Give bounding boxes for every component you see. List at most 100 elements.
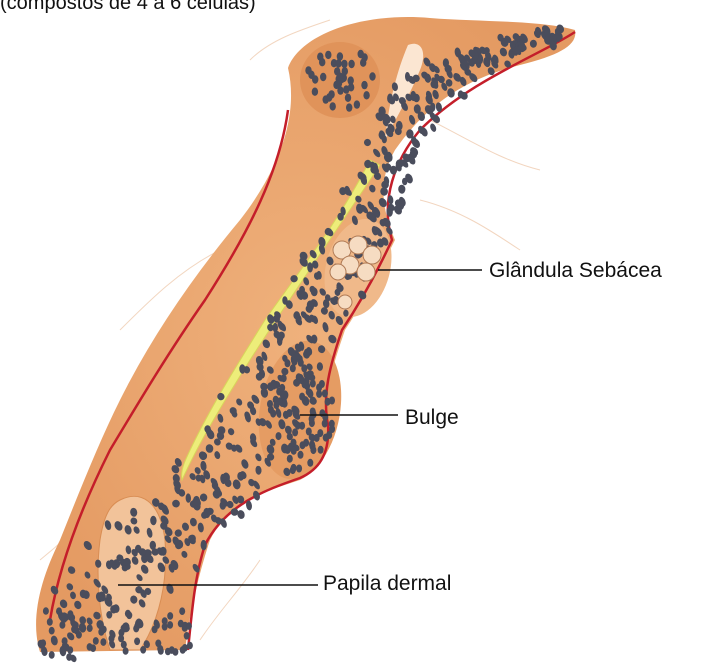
nucleus [109, 635, 115, 643]
nucleus [301, 364, 307, 372]
nucleus [292, 428, 298, 436]
nucleus [346, 103, 352, 111]
nucleus [319, 58, 325, 66]
nucleus [310, 380, 316, 388]
nucleus [76, 631, 82, 639]
nucleus [125, 610, 131, 618]
nucleus [152, 626, 158, 634]
nucleus [361, 81, 367, 89]
nucleus [281, 374, 287, 382]
nucleus [317, 429, 323, 437]
nucleus [304, 377, 310, 385]
nucleus [49, 627, 55, 635]
nucleus [172, 648, 178, 656]
nucleus [306, 428, 312, 436]
nucleus [278, 419, 284, 427]
nucleus [298, 451, 304, 459]
nucleus [167, 621, 173, 629]
nucleus [329, 397, 335, 405]
nucleus [308, 71, 314, 79]
nucleus [155, 640, 161, 648]
nucleus [267, 400, 273, 408]
nucleus [330, 102, 336, 110]
nucleus [345, 94, 351, 102]
nucleus [291, 439, 297, 447]
nucleus [180, 646, 186, 654]
nucleus [276, 432, 282, 440]
nucleus [309, 415, 315, 423]
nucleus [354, 100, 360, 108]
nucleus [335, 59, 341, 67]
nucleus [279, 384, 285, 392]
nucleus [429, 123, 437, 133]
nucleus [337, 72, 343, 80]
nucleus [300, 441, 306, 449]
nucleus [178, 620, 184, 628]
nucleus [47, 618, 53, 626]
nucleus [87, 643, 93, 651]
nucleus [93, 637, 99, 645]
nucleus [106, 611, 112, 619]
nucleus [271, 382, 277, 390]
nucleus [320, 73, 326, 81]
nucleus [273, 401, 279, 409]
nucleus [66, 653, 72, 661]
label-sebaceous-gland: Glândula Sebácea [489, 260, 662, 281]
nucleus [100, 638, 106, 646]
nucleus [162, 623, 168, 631]
nucleus [67, 610, 73, 618]
nucleus [299, 422, 305, 430]
nucleus [322, 390, 328, 398]
nucleus [310, 446, 316, 454]
nucleus [296, 465, 302, 473]
nucleus [43, 607, 49, 615]
nucleus [186, 622, 192, 630]
nucleus [270, 410, 276, 418]
nucleus [369, 72, 375, 80]
nucleus [326, 93, 332, 101]
nucleus [59, 621, 65, 629]
nucleus [286, 409, 292, 417]
nucleus [285, 359, 291, 367]
nucleus [291, 447, 297, 455]
nucleus [478, 54, 483, 64]
nucleus [41, 647, 47, 655]
label-bulge: Bulge [405, 407, 459, 428]
nucleus [293, 352, 299, 360]
nucleus [87, 624, 93, 632]
nucleus [348, 76, 354, 84]
nucleus [329, 425, 335, 433]
nucleus [134, 638, 140, 646]
nucleus [299, 393, 305, 401]
nucleus [310, 397, 316, 405]
nucleus [318, 446, 324, 454]
nucleus [348, 60, 354, 68]
nucleus [134, 622, 140, 630]
nucleus [361, 53, 367, 61]
nucleus [40, 639, 46, 647]
nucleus [307, 459, 313, 467]
nucleus [341, 60, 347, 68]
nucleus [325, 51, 331, 59]
label-dermal-papilla: Papila dermal [323, 573, 451, 594]
nucleus [287, 455, 293, 463]
nucleus [140, 646, 146, 654]
nucleus [319, 409, 325, 417]
nucleus [101, 626, 107, 634]
nucleus [398, 185, 406, 194]
nucleus [312, 88, 318, 96]
nucleus [322, 420, 328, 428]
nucleus [319, 380, 325, 388]
nucleus [296, 373, 302, 381]
nucleus [56, 607, 62, 615]
nucleus [184, 632, 190, 640]
nucleus [290, 466, 296, 474]
nucleus [64, 644, 70, 652]
nucleus [167, 612, 173, 620]
nucleus [337, 52, 343, 60]
nucleus [179, 607, 185, 615]
nucleus [363, 91, 369, 99]
nucleus [118, 635, 124, 643]
